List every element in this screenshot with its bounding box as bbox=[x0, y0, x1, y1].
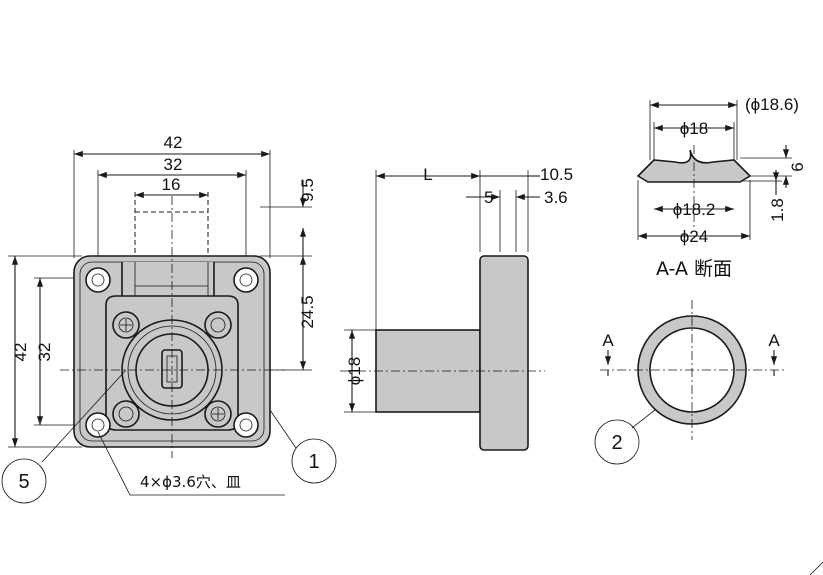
dim-phi18-side: ϕ18 bbox=[345, 357, 364, 385]
hole-note: 4×ϕ3.6穴、皿 bbox=[140, 473, 241, 491]
side-flange bbox=[479, 255, 529, 451]
dim-1-8: 1.8 bbox=[768, 198, 787, 222]
section-title: A-A 断面 bbox=[656, 258, 732, 280]
callout-1: 1 bbox=[308, 451, 319, 473]
dim-6: 6 bbox=[788, 162, 807, 171]
dim-L: L bbox=[423, 165, 432, 184]
dim-phi18-6: (ϕ18.6) bbox=[745, 95, 799, 114]
section-view: (ϕ18.6) ϕ18 ϕ18.2 ϕ24 6 1.8 A-A 断面 bbox=[636, 95, 807, 280]
dim-10-5: 10.5 bbox=[540, 165, 573, 184]
dim-9-5: 9.5 bbox=[298, 178, 317, 202]
dim-5: 5 bbox=[484, 188, 493, 207]
dim-16-width: 16 bbox=[162, 175, 181, 194]
dim-phi24: ϕ24 bbox=[680, 227, 708, 246]
dim-32-height: 32 bbox=[35, 343, 54, 362]
dim-42-width: 42 bbox=[164, 133, 183, 152]
front-view: 42 32 16 42 32 9.5 24.5 bbox=[1, 133, 337, 504]
callout-2: 2 bbox=[611, 432, 622, 454]
callout-5: 5 bbox=[18, 471, 29, 493]
dim-42-height: 42 bbox=[11, 343, 30, 362]
dim-24-5: 24.5 bbox=[298, 295, 317, 328]
corner-holes bbox=[85, 267, 259, 438]
section-mark-right: A bbox=[768, 331, 780, 350]
side-view: L 10.5 5 3.6 ϕ18 bbox=[340, 165, 573, 451]
ring-view: A A 2 bbox=[594, 300, 785, 465]
section-mark-left: A bbox=[602, 331, 614, 350]
dim-32-width: 32 bbox=[164, 155, 183, 174]
dim-phi18-top: ϕ18 bbox=[680, 119, 708, 138]
dim-3-6: 3.6 bbox=[544, 188, 568, 207]
